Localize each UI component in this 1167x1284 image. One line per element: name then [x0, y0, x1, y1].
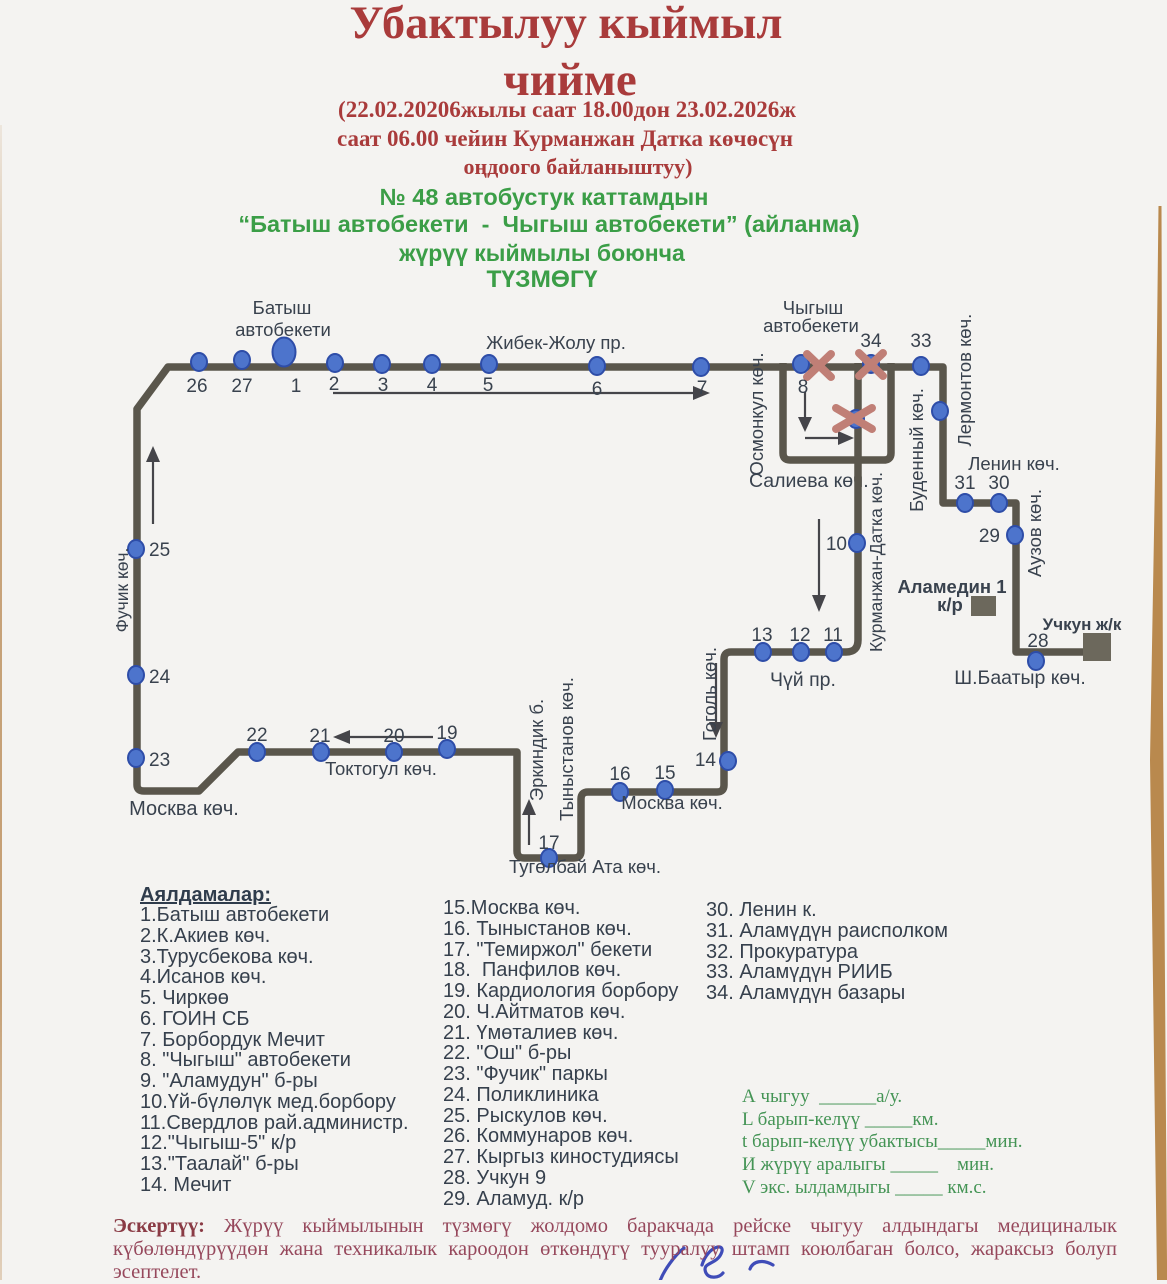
svg-text:Буденный көч.: Буденный көч. — [906, 388, 927, 512]
svg-text:Салиева көч.: Салиева көч. — [749, 470, 869, 492]
svg-text:Эркиндик б.: Эркиндик б. — [526, 699, 547, 801]
svg-text:22: 22 — [246, 725, 267, 746]
svg-text:Фучик көч.: Фучик көч. — [112, 548, 132, 633]
svg-text:21: 21 — [309, 726, 330, 747]
svg-text:29: 29 — [979, 526, 1000, 547]
svg-text:Москва көч.: Москва көч. — [129, 798, 239, 820]
svg-text:23: 23 — [149, 750, 170, 771]
svg-text:автобекети: автобекети — [235, 319, 331, 340]
svg-text:14: 14 — [695, 750, 717, 771]
svg-text:10: 10 — [826, 534, 847, 555]
svg-text:20: 20 — [383, 726, 404, 747]
svg-text:Аузов көч.: Аузов көч. — [1024, 489, 1045, 577]
svg-text:1: 1 — [291, 376, 302, 397]
svg-text:19: 19 — [436, 723, 457, 744]
svg-text:11: 11 — [823, 625, 843, 646]
svg-text:3: 3 — [378, 375, 389, 396]
svg-text:15: 15 — [654, 763, 675, 784]
svg-text:Чүй пр.: Чүй пр. — [770, 669, 836, 691]
svg-text:30: 30 — [988, 473, 1009, 494]
svg-text:Тугөлбай Ата көч.: Тугөлбай Ата көч. — [509, 856, 661, 877]
svg-text:31: 31 — [954, 473, 975, 494]
svg-text:Осмонкул көч.: Осмонкул көч. — [746, 352, 767, 475]
svg-text:Курманжан-Датка көч.: Курманжан-Датка көч. — [866, 472, 886, 652]
svg-text:5: 5 — [483, 375, 494, 396]
svg-text:6: 6 — [592, 379, 603, 400]
svg-text:33: 33 — [910, 331, 931, 352]
svg-text:к/р: к/р — [937, 594, 963, 615]
svg-text:4: 4 — [427, 375, 438, 396]
svg-text:Лермонтов көч.: Лермонтов көч. — [954, 314, 975, 447]
svg-text:24: 24 — [149, 667, 171, 688]
svg-text:Ш.Баатыр көч.: Ш.Баатыр көч. — [954, 667, 1086, 689]
svg-text:17: 17 — [538, 833, 559, 854]
svg-text:Гоголь көч.: Гоголь көч. — [699, 647, 720, 741]
svg-text:Чыгыш: Чыгыш — [783, 297, 844, 318]
svg-text:Тыныстанов көч.: Тыныстанов көч. — [556, 677, 577, 821]
svg-text:Аламедин 1: Аламедин 1 — [897, 576, 1006, 597]
svg-text:25: 25 — [149, 540, 170, 561]
svg-text:8: 8 — [798, 377, 809, 398]
svg-text:13: 13 — [751, 625, 772, 646]
svg-text:26: 26 — [186, 376, 207, 397]
svg-text:12: 12 — [789, 625, 810, 646]
svg-text:Москва көч.: Москва көч. — [621, 792, 722, 813]
svg-text:27: 27 — [231, 376, 252, 397]
svg-text:Учкун ж/к: Учкун ж/к — [1043, 615, 1122, 634]
svg-text:Токтогул көч.: Токтогул көч. — [325, 758, 437, 779]
svg-text:автобекети: автобекети — [763, 315, 859, 336]
svg-text:Батыш: Батыш — [253, 297, 312, 318]
svg-text:Жибек-Жолу пр.: Жибек-Жолу пр. — [486, 332, 626, 353]
svg-text:7: 7 — [697, 378, 708, 399]
svg-text:Ленин көч.: Ленин көч. — [968, 453, 1060, 474]
svg-text:2: 2 — [329, 374, 340, 395]
svg-text:28: 28 — [1027, 631, 1048, 652]
svg-text:16: 16 — [609, 764, 630, 785]
svg-text:34: 34 — [860, 331, 882, 352]
